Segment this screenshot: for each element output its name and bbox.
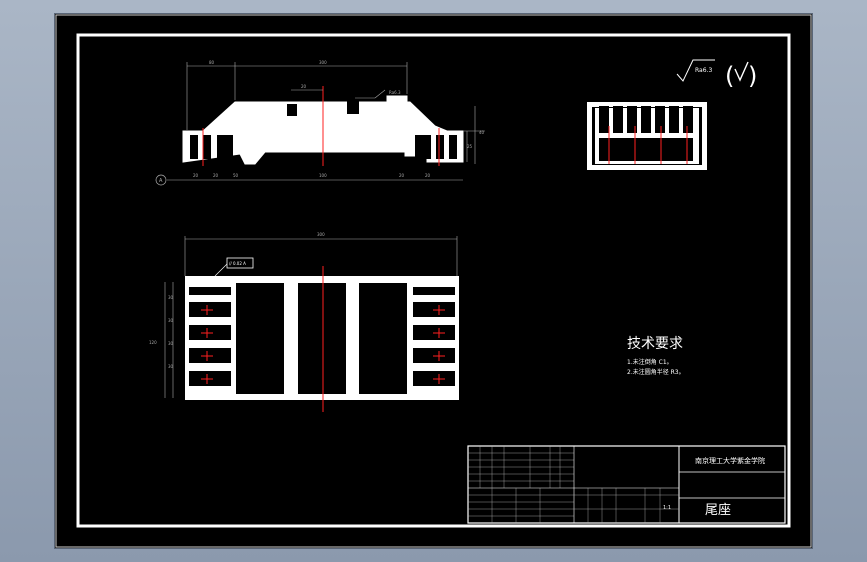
sheet-border-outer bbox=[55, 14, 812, 548]
right-slot-3 bbox=[449, 135, 457, 159]
dim-text: 20 bbox=[193, 173, 199, 178]
dim-text: 80 bbox=[209, 60, 215, 65]
left-slot-3 bbox=[217, 135, 233, 159]
datum-marker bbox=[155, 174, 167, 186]
scale-value: 1:1 bbox=[663, 505, 671, 511]
dim-text: 300 bbox=[319, 60, 327, 65]
dim-text: 30 bbox=[168, 341, 174, 346]
hole-marks bbox=[201, 305, 445, 384]
dim-text: 20 bbox=[425, 173, 431, 178]
front-section-view: 80 300 20 40 25 20 20 50 100 20 20 A bbox=[155, 60, 485, 186]
right-slot-1 bbox=[415, 135, 431, 159]
tech-title: 技术要求 bbox=[627, 336, 683, 352]
dim-text: 50 bbox=[233, 173, 239, 178]
dim-text: 300 bbox=[317, 232, 325, 237]
tech-requirements: 技术要求 1.未注倒角 C1。 2.未注圆角半径 R3。 bbox=[627, 336, 685, 376]
left-slot-2 bbox=[203, 135, 211, 159]
part-name: 尾座 bbox=[705, 503, 731, 518]
dim-text: 25 bbox=[467, 144, 473, 149]
dim-text: 30 bbox=[168, 318, 174, 323]
roughness-symbol: Ra6.3 ( ) bbox=[676, 59, 757, 90]
tech-item: 1.未注倒角 C1。 bbox=[627, 358, 673, 366]
side-ribs bbox=[599, 106, 693, 161]
top-pocket-right bbox=[347, 100, 359, 114]
paren-right: ) bbox=[748, 62, 757, 90]
top-view: 300 // 0.02 A bbox=[149, 232, 459, 412]
dim-text: 120 bbox=[149, 340, 157, 345]
dim-text: 40 bbox=[479, 130, 485, 135]
roughness-value: Ra6.3 bbox=[695, 67, 712, 74]
tolerance-text: // 0.02 A bbox=[229, 261, 246, 266]
dim-text: 100 bbox=[319, 173, 327, 178]
surface-callout: Ra6.3 bbox=[389, 90, 401, 95]
dim-text: 20 bbox=[213, 173, 219, 178]
school-name: 南京理工大学紫金学院 bbox=[695, 456, 765, 465]
right-slot-2 bbox=[436, 135, 444, 159]
tolerance-frame bbox=[226, 257, 254, 269]
title-block bbox=[467, 445, 786, 524]
top-window-2 bbox=[298, 283, 346, 394]
dim-text: 20 bbox=[301, 84, 307, 89]
drawing-sheet: 80 300 20 40 25 20 20 50 100 20 20 A bbox=[55, 14, 812, 548]
dim-text: 20 bbox=[399, 173, 405, 178]
datum-label: A bbox=[159, 178, 163, 184]
paren-left: ( bbox=[725, 62, 734, 90]
side-view bbox=[587, 102, 707, 170]
engineering-drawing: 80 300 20 40 25 20 20 50 100 20 20 A bbox=[55, 14, 812, 548]
top-window-1 bbox=[236, 283, 284, 394]
dim-text: 30 bbox=[168, 364, 174, 369]
left-slot-1 bbox=[190, 135, 198, 159]
dim-text: 30 bbox=[168, 295, 174, 300]
sheet-border-inner bbox=[76, 33, 791, 528]
top-pocket-left bbox=[287, 104, 297, 116]
top-window-3 bbox=[359, 283, 407, 394]
tech-item: 2.未注圆角半径 R3。 bbox=[627, 368, 685, 376]
